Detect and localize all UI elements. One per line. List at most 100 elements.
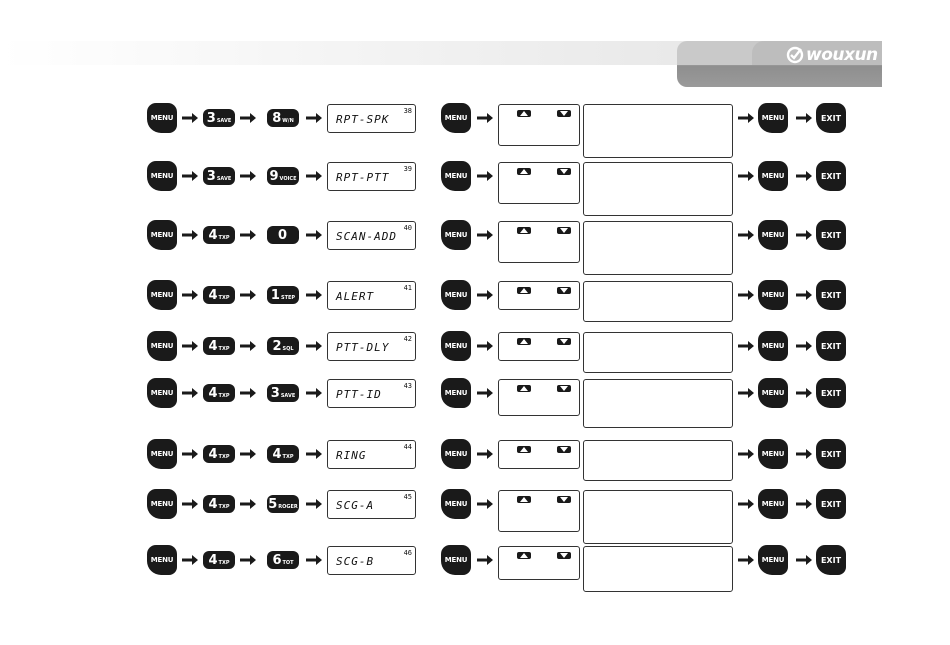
menu-key-icon-label: MENU: [444, 556, 468, 564]
numeric-key-1-digit: 3: [206, 110, 216, 126]
menu-key-icon-label: MENU: [150, 172, 174, 180]
menu-key-icon-label: MENU: [150, 389, 174, 397]
numeric-key-2: 8 W/N: [267, 109, 299, 127]
option-description-box: [583, 162, 733, 216]
numeric-key-1-digit: 4: [208, 227, 218, 243]
up-down-panel: [498, 162, 580, 204]
arrow-right-icon: [182, 388, 198, 398]
up-key-icon: [517, 287, 531, 294]
up-down-panel: [498, 332, 580, 361]
menu-key-icon-label: MENU: [150, 500, 174, 508]
down-key-icon: [557, 338, 571, 345]
arrow-right-icon: [240, 341, 256, 351]
down-key-icon: [557, 385, 571, 392]
arrow-right-icon: [477, 341, 493, 351]
lcd-display: RPT-SPK 38: [327, 104, 416, 133]
option-description-box: [583, 440, 733, 481]
exit-key-icon-label: EXIT: [820, 230, 842, 240]
menu-key-icon-label: MENU: [150, 231, 174, 239]
arrow-right-icon: [477, 113, 493, 123]
menu-key-icon-label: MENU: [444, 500, 468, 508]
menu-key-icon-label: MENU: [761, 231, 785, 239]
arrow-right-icon: [306, 499, 322, 509]
menu-key-icon: MENU: [147, 220, 177, 250]
exit-key-icon: EXIT: [816, 161, 846, 191]
numeric-key-2-digit: 6: [272, 552, 282, 568]
numeric-key-1-digit: 4: [208, 446, 218, 462]
arrow-right-icon: [796, 341, 812, 351]
arrow-right-icon: [240, 388, 256, 398]
menu-key-icon-label: MENU: [761, 450, 785, 458]
menu-key-icon: MENU: [441, 545, 471, 575]
exit-key-icon: EXIT: [816, 220, 846, 250]
arrow-right-icon: [738, 113, 754, 123]
menu-key-icon-label: MENU: [444, 114, 468, 122]
lcd-menu-number: 40: [403, 224, 412, 232]
arrow-right-icon: [240, 290, 256, 300]
arrow-right-icon: [796, 449, 812, 459]
lcd-display: SCG-B 46: [327, 546, 416, 575]
arrow-right-icon: [306, 388, 322, 398]
lcd-menu-label: RPT-PTT: [336, 171, 390, 184]
lcd-menu-number: 42: [403, 335, 412, 343]
arrow-right-icon: [796, 555, 812, 565]
up-key-icon: [517, 338, 531, 345]
numeric-key-1-digit: 4: [208, 287, 218, 303]
down-key-icon: [557, 287, 571, 294]
menu-key-icon: MENU: [147, 378, 177, 408]
down-key-icon: [557, 227, 571, 234]
menu-key-icon: MENU: [147, 489, 177, 519]
menu-key-icon: MENU: [441, 103, 471, 133]
exit-key-icon: EXIT: [816, 103, 846, 133]
lcd-menu-label: SCAN-ADD: [336, 230, 397, 243]
arrow-right-icon: [796, 171, 812, 181]
menu-key-icon-label: MENU: [150, 342, 174, 350]
numeric-key-2-sub: VOICE: [279, 176, 297, 182]
menu-key-icon-label: MENU: [150, 450, 174, 458]
menu-key-icon: MENU: [758, 378, 788, 408]
lcd-menu-label: RPT-SPK: [336, 113, 390, 126]
arrow-right-icon: [738, 555, 754, 565]
arrow-right-icon: [796, 388, 812, 398]
numeric-key-1-digit: 4: [208, 385, 218, 401]
numeric-key-2: 3 SAVE: [267, 384, 299, 402]
numeric-key-2-digit: 4: [272, 446, 282, 462]
arrow-right-icon: [738, 449, 754, 459]
menu-key-icon: MENU: [147, 331, 177, 361]
up-key-icon: [517, 227, 531, 234]
menu-key-icon: MENU: [147, 280, 177, 310]
numeric-key-1: 3 SAVE: [203, 167, 235, 185]
numeric-key-1-sub: TXP: [218, 295, 230, 301]
numeric-key-1-sub: TXP: [218, 560, 230, 566]
lcd-menu-number: 46: [403, 549, 412, 557]
exit-key-icon-label: EXIT: [820, 388, 842, 398]
arrow-right-icon: [240, 171, 256, 181]
up-down-panel: [498, 440, 580, 469]
numeric-key-2-sub: TOT: [282, 560, 294, 566]
arrow-right-icon: [738, 341, 754, 351]
menu-key-icon: MENU: [758, 161, 788, 191]
exit-key-icon-label: EXIT: [820, 555, 842, 565]
lcd-menu-label: ALERT: [336, 290, 375, 303]
option-description-box: [583, 104, 733, 158]
option-description-box: [583, 281, 733, 322]
arrow-right-icon: [306, 555, 322, 565]
arrow-right-icon: [477, 290, 493, 300]
numeric-key-2-sub: TXP: [282, 454, 294, 460]
arrow-right-icon: [182, 113, 198, 123]
lcd-menu-label: PTT-ID: [336, 388, 382, 401]
menu-key-icon-label: MENU: [150, 291, 174, 299]
arrow-right-icon: [306, 290, 322, 300]
menu-key-icon-label: MENU: [761, 500, 785, 508]
logo-mark-icon: [786, 46, 804, 64]
numeric-key-2: 2 SQL: [267, 337, 299, 355]
exit-key-icon: EXIT: [816, 331, 846, 361]
numeric-key-2-sub: ROGER: [278, 504, 298, 510]
numeric-key-1-sub: TXP: [218, 504, 230, 510]
arrow-right-icon: [240, 230, 256, 240]
menu-key-icon-label: MENU: [150, 114, 174, 122]
up-key-icon: [517, 552, 531, 559]
arrow-right-icon: [796, 113, 812, 123]
down-key-icon: [557, 496, 571, 503]
menu-key-icon: MENU: [441, 439, 471, 469]
